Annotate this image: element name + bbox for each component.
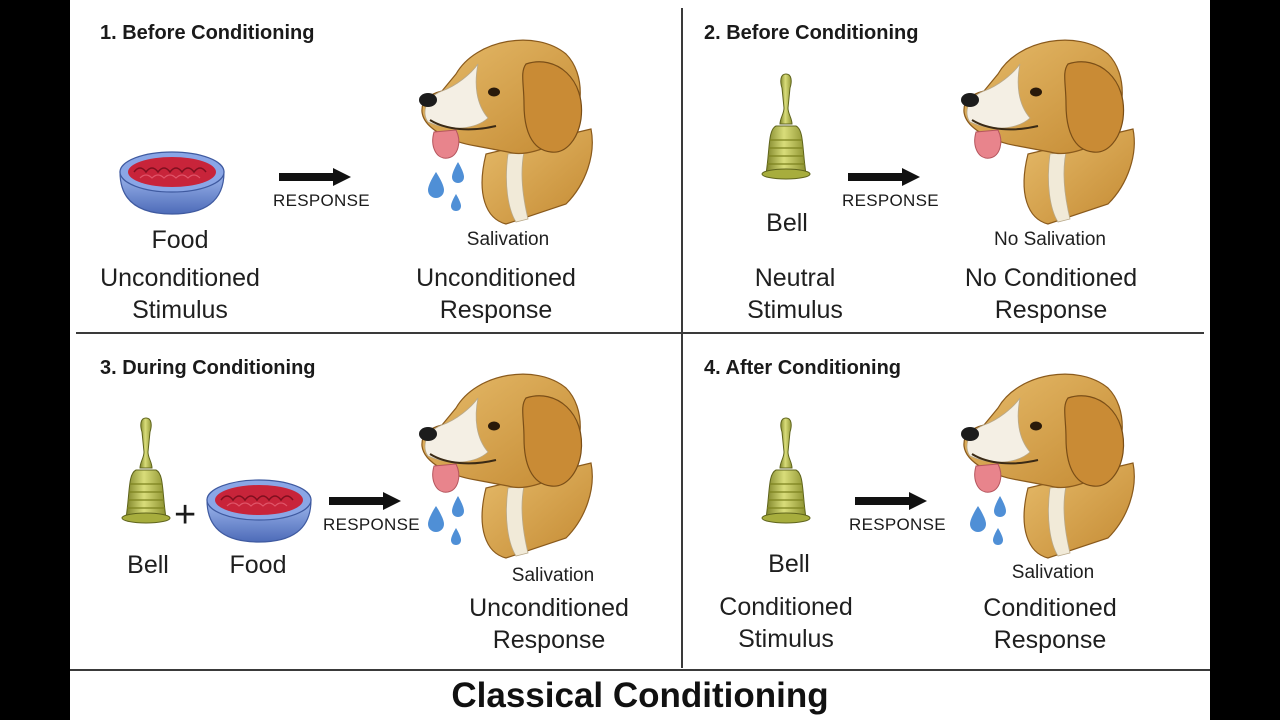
panel-4-header: 4. After Conditioning <box>704 357 902 379</box>
response-label: RESPONSE <box>323 515 420 534</box>
panel-3-response-type: Unconditioned Response <box>469 594 629 654</box>
panel-4-stimulus-name: Bell <box>768 550 810 578</box>
response-label: RESPONSE <box>273 191 370 210</box>
plus-sign: + <box>174 494 197 536</box>
panel-2-stimulus-name: Bell <box>766 209 808 237</box>
dog-head-icon <box>960 39 1136 225</box>
panel-3-stimulus-name-2: Food <box>229 551 287 579</box>
panel-2-header: 2. Before Conditioning <box>704 22 919 44</box>
diagram-title: Classical Conditioning <box>451 676 829 715</box>
panel-2-stimulus-type: Neutral Stimulus <box>747 264 843 324</box>
panel-1-stimulus-type: Unconditioned Stimulus <box>100 264 260 324</box>
saliva-drops-icon <box>428 496 464 545</box>
arrow-icon <box>279 168 351 186</box>
panel-2-response-name: No Salivation <box>994 229 1106 250</box>
bell-icon <box>761 417 811 524</box>
frame-bottom-border <box>70 669 1210 671</box>
panel-3-response-name: Salivation <box>511 565 595 586</box>
panel-3-header: 3. During Conditioning <box>100 357 316 379</box>
bell-icon <box>761 73 811 180</box>
response-label: RESPONSE <box>842 191 939 210</box>
panel-4-response-type: Conditioned Response <box>983 594 1117 654</box>
panel-1-response-name: Salivation <box>466 229 550 250</box>
grid-line-horizontal <box>76 332 1204 334</box>
food-bowl-icon <box>206 479 312 543</box>
grid-line-vertical <box>681 8 683 668</box>
response-label: RESPONSE <box>849 515 946 534</box>
diagram-frame: 1. Before Conditioning RESPONSE Food Unc… <box>70 0 1210 720</box>
panel-1-response-type: Unconditioned Response <box>416 264 576 324</box>
arrow-icon <box>848 168 920 186</box>
arrow-icon <box>855 492 927 510</box>
bell-icon <box>121 417 171 524</box>
panel-1-header: 1. Before Conditioning <box>100 22 315 44</box>
panel-4-response-name: Salivation <box>1011 562 1095 583</box>
saliva-drops-icon <box>428 162 464 211</box>
panel-1-stimulus-name: Food <box>151 226 209 254</box>
arrow-icon <box>329 492 401 510</box>
panel-2-response-type: No Conditioned Response <box>964 264 1138 324</box>
panel-3-stimulus-name-1: Bell <box>127 551 169 579</box>
saliva-drops-icon <box>970 496 1006 545</box>
food-bowl-icon <box>119 151 225 215</box>
panel-4-stimulus-type: Conditioned Stimulus <box>719 593 853 653</box>
